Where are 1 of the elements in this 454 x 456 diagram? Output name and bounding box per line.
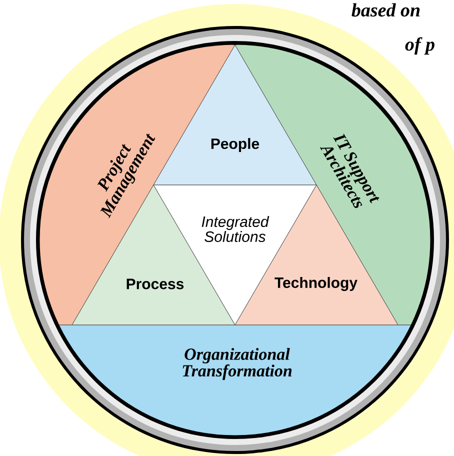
heading-text: based on xyxy=(352,3,420,17)
